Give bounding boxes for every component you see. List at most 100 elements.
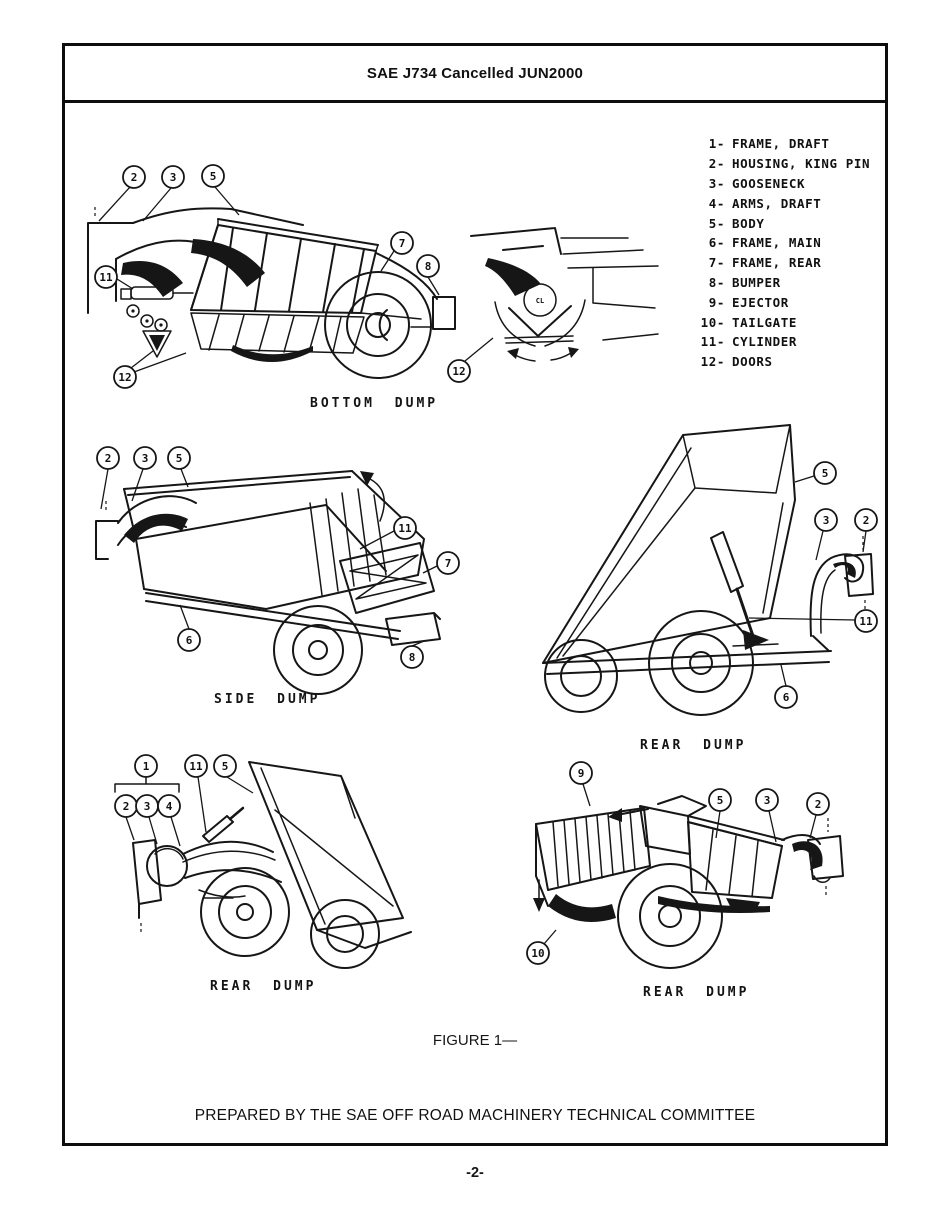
svg-text:7: 7	[399, 237, 406, 250]
svg-text:6: 6	[186, 634, 193, 647]
legend-item: 6- FRAME, MAIN	[697, 233, 883, 253]
legend-item: 5-BODY	[697, 213, 883, 233]
legend-number: 9-	[708, 294, 725, 310]
side-dump-diagram: 2 3 5 11 7 6 8	[95, 446, 460, 695]
svg-text:8: 8	[425, 260, 432, 273]
legend-label: ARMS, DRAFT	[732, 195, 822, 211]
svg-text:10: 10	[531, 947, 544, 960]
svg-text:11: 11	[189, 760, 203, 773]
legend-label: BUMPER	[732, 274, 781, 290]
callout-12: 12	[113, 365, 137, 389]
legend-item: 3- GOOSENECK	[697, 174, 883, 194]
callout-7: 7	[390, 231, 414, 255]
svg-text:4: 4	[166, 800, 173, 813]
callout-leader-lines	[464, 337, 494, 362]
callout-12: 12	[447, 359, 471, 383]
svg-text:3: 3	[142, 452, 149, 465]
legend-number: 3-	[708, 175, 725, 191]
callout-leader-lines	[543, 783, 817, 945]
svg-text:12: 12	[118, 371, 131, 384]
svg-text:9: 9	[578, 767, 585, 780]
callout-11: 11	[854, 609, 878, 633]
document-header: SAE J734 Cancelled JUN2000	[65, 46, 885, 103]
callout-6: 6	[177, 628, 201, 652]
legend-label: GOOSENECK	[732, 175, 806, 191]
page-number: -2-	[466, 1165, 484, 1181]
callout-11: 11	[94, 265, 118, 289]
prepared-by-line: PREPARED BY THE SAE OFF ROAD MACHINERY T…	[194, 1107, 756, 1124]
svg-text:3: 3	[764, 794, 771, 807]
legend-item: 9-EJECTOR	[697, 292, 883, 312]
parts-legend: 1-FRAME, DRAFT 2-HOUSING, KING PIN 3-GOO…	[697, 134, 883, 372]
callout-2: 2	[854, 508, 878, 532]
svg-text:12: 12	[452, 365, 465, 378]
centerline-mark: CL	[536, 297, 544, 305]
svg-text:5: 5	[717, 794, 724, 807]
bottom-dump-diagram: 2 3 5 7 8 11 12	[87, 164, 456, 389]
legend-label: FRAME, REAR	[732, 255, 822, 271]
bottom-dump-doors-inset: CL 12	[447, 227, 659, 383]
svg-text:11: 11	[398, 522, 412, 535]
svg-text:2: 2	[815, 798, 822, 811]
svg-text:5: 5	[822, 467, 829, 480]
callout-4: 4	[157, 794, 181, 818]
group-bracket	[114, 776, 180, 793]
legend-number: 11-	[700, 334, 725, 350]
callout-10: 10	[526, 941, 550, 965]
callout-8: 8	[416, 254, 440, 278]
svg-text:1: 1	[143, 760, 150, 773]
svg-text:5: 5	[176, 452, 183, 465]
svg-text:2: 2	[131, 171, 138, 184]
svg-text:6: 6	[783, 691, 790, 704]
legend-item: 8- BUMPER	[697, 273, 883, 293]
callout-2: 2	[122, 165, 146, 189]
legend-label: FRAME, DRAFT	[732, 136, 830, 152]
figure-caption: FIGURE 1—	[432, 1032, 518, 1049]
callout-3: 3	[133, 446, 157, 470]
callout-8: 8	[400, 645, 424, 669]
legend-number: 6-	[708, 235, 725, 251]
callout-3: 3	[135, 794, 159, 818]
callout-2: 2	[114, 794, 138, 818]
legend-number: 12-	[700, 354, 725, 370]
rear-dump-raised-diagram: 5 3 2 11 6	[542, 424, 878, 716]
legend-label: BODY	[732, 215, 765, 231]
callout-2: 2	[96, 446, 120, 470]
svg-text:7: 7	[445, 557, 452, 570]
label-rear-dump-draft: REAR DUMP	[210, 979, 317, 994]
page-title: SAE J734 Cancelled JUN2000	[366, 64, 584, 82]
legend-number: 2-	[708, 156, 725, 172]
svg-text:3: 3	[144, 800, 151, 813]
legend-label: DOORS	[732, 354, 773, 370]
legend-number: 8-	[708, 274, 725, 290]
svg-text:8: 8	[409, 651, 416, 664]
legend-number: 4-	[708, 195, 725, 211]
legend-item: 12- DOORS	[697, 352, 883, 372]
callout-11: 11	[184, 754, 208, 778]
callout-11: 11	[393, 516, 417, 540]
callout-leader-lines	[100, 468, 438, 647]
svg-text:5: 5	[222, 760, 229, 773]
callout-3: 3	[755, 788, 779, 812]
svg-text:11: 11	[859, 615, 873, 628]
callout-1: 1	[134, 754, 158, 778]
callout-9: 9	[569, 761, 593, 785]
legend-label: FRAME, MAIN	[732, 235, 822, 251]
label-rear-dump-raised: REAR DUMP	[640, 738, 747, 753]
callout-3: 3	[161, 165, 185, 189]
legend-item: 7- FRAME, REAR	[697, 253, 883, 273]
label-bottom-dump: BOTTOM DUMP	[310, 396, 439, 411]
callout-5: 5	[708, 788, 732, 812]
svg-text:3: 3	[170, 171, 177, 184]
document-border-box: SAE J734 Cancelled JUN2000 1-FRAME, DRAF…	[62, 43, 888, 1146]
callout-7: 7	[436, 551, 460, 575]
label-rear-dump-ejector: REAR DUMP	[643, 985, 750, 1000]
legend-item: 1-FRAME, DRAFT	[697, 134, 883, 154]
rear-dump-ejector-diagram: 9 5 3 2 10	[526, 761, 844, 969]
callout-5: 5	[813, 461, 837, 485]
callout-leader-lines	[748, 475, 867, 687]
legend-number: 10-	[700, 314, 725, 330]
legend-number: 7-	[708, 255, 725, 271]
label-side-dump: SIDE DUMP	[214, 692, 321, 707]
